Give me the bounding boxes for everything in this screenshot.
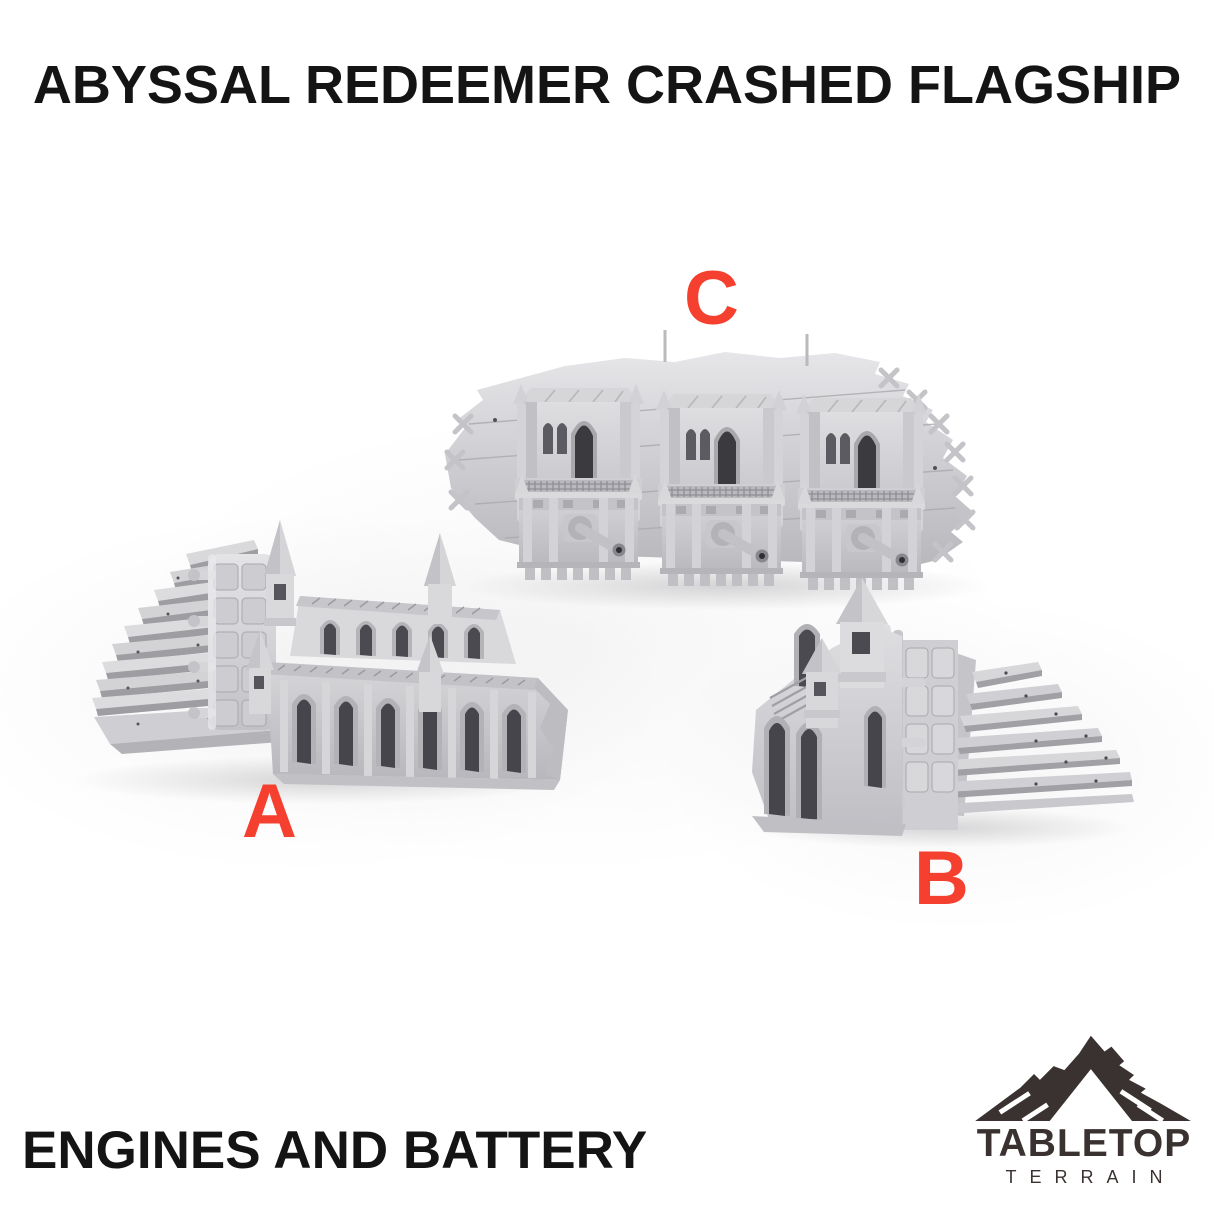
page-title: ABYSSAL REDEEMER CRASHED FLAGSHIP: [32, 55, 1182, 116]
spires: [246, 520, 456, 714]
model-label-b: B: [914, 836, 969, 921]
model-a-engine-render: [72, 520, 568, 804]
towers: [802, 578, 888, 728]
broken-edge: [534, 678, 568, 780]
model-b-engine-render: [749, 578, 1134, 848]
model-label-a: A: [242, 769, 297, 854]
brand-subtitle: TERRAIN: [1005, 1167, 1176, 1187]
base-rubble: [752, 816, 906, 836]
battery-bastion-middle: [656, 390, 787, 586]
engine-fins: [934, 646, 1134, 816]
brand-logo: TABLETOP TERRAIN: [966, 1026, 1202, 1186]
variant-caption: ENGINES AND BATTERY: [22, 1121, 648, 1180]
cathedral-block: [752, 578, 906, 836]
hull-masts: [663, 330, 809, 366]
lower-windows: [292, 694, 526, 773]
buttresses: [280, 680, 536, 780]
upper-windows: [320, 620, 484, 659]
arched-windows: [764, 706, 886, 820]
cathedral-superstructure: [246, 520, 568, 790]
mountain-icon: [975, 1035, 1191, 1123]
battery-bastion-right: [796, 394, 927, 590]
brand-name: TABLETOP: [976, 1122, 1192, 1165]
base-rubble: [273, 774, 560, 790]
model-label-c: C: [684, 256, 739, 341]
